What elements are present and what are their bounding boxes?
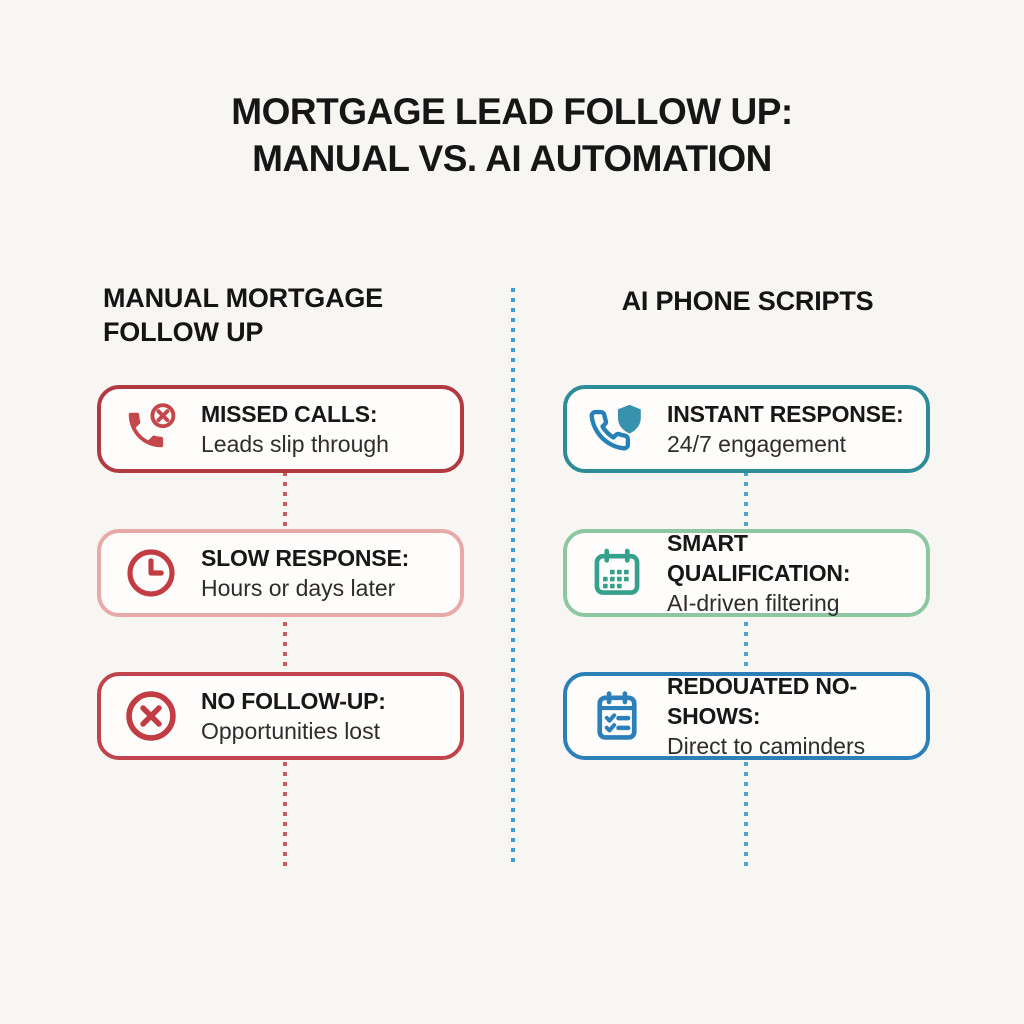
shield-shape: [617, 404, 641, 434]
card-instant-response: INSTANT RESPONSE: 24/7 engagement: [563, 385, 930, 473]
card-subtitle: Opportunities lost: [201, 718, 380, 744]
card-title: REDOUATED NO-SHOWS:: [667, 673, 857, 729]
card-subtitle: 24/7 engagement: [667, 431, 847, 457]
card-subtitle: Leads slip through: [201, 431, 389, 457]
page-title: MORTGAGE LEAD FOLLOW UP: MANUAL VS. AI A…: [0, 88, 1024, 182]
center-divider-dotted-line: [511, 288, 515, 866]
clipboard-check-icon: [589, 688, 645, 744]
card-title: NO FOLLOW-UP:: [201, 688, 386, 714]
clock-icon: [123, 545, 179, 601]
card-subtitle: Hours or days later: [201, 575, 396, 601]
card-subtitle: AI-driven filtering: [667, 590, 840, 616]
x-circle-icon: [123, 688, 179, 744]
card-smart-qualification: SMART QUALIFICATION: AI-driven filtering: [563, 529, 930, 617]
phone-shield-icon: [589, 401, 645, 457]
card-title: SMART QUALIFICATION:: [667, 530, 851, 586]
column-header-manual: MANUAL MORTGAGE FOLLOW UP: [103, 283, 383, 347]
right-column-connector-dotted-line: [744, 472, 748, 866]
card-title: MISSED CALLS:: [201, 401, 378, 427]
title-line-1: MORTGAGE LEAD FOLLOW UP:: [231, 91, 793, 132]
card-no-follow-up: NO FOLLOW-UP: Opportunities lost: [97, 672, 464, 760]
title-line-2: MANUAL VS. AI AUTOMATION: [252, 138, 772, 179]
calendar-icon: [589, 545, 645, 601]
card-subtitle: Direct to caminders: [667, 733, 866, 759]
card-title: INSTANT RESPONSE:: [667, 401, 904, 427]
card-title: SLOW RESPONSE:: [201, 545, 410, 571]
card-no-shows: REDOUATED NO-SHOWS: Direct to caminders: [563, 672, 930, 760]
card-slow-response: SLOW RESPONSE: Hours or days later: [97, 529, 464, 617]
card-missed-calls: MISSED CALLS: Leads slip through: [97, 385, 464, 473]
column-header-ai: AI PHONE SCRIPTS: [621, 286, 874, 316]
missed-call-icon: [123, 401, 179, 457]
left-column-connector-dotted-line: [283, 472, 287, 866]
